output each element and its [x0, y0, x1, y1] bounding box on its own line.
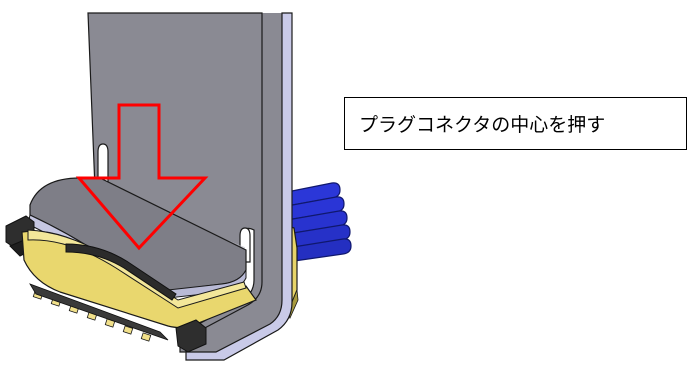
connector-housing — [5, 215, 257, 353]
callout-box: プラグコネクタの中心を押す — [344, 97, 687, 150]
blue-cables — [286, 182, 352, 263]
callout-label: プラグコネクタの中心を押す — [359, 114, 606, 136]
down-arrow-icon — [75, 103, 209, 251]
